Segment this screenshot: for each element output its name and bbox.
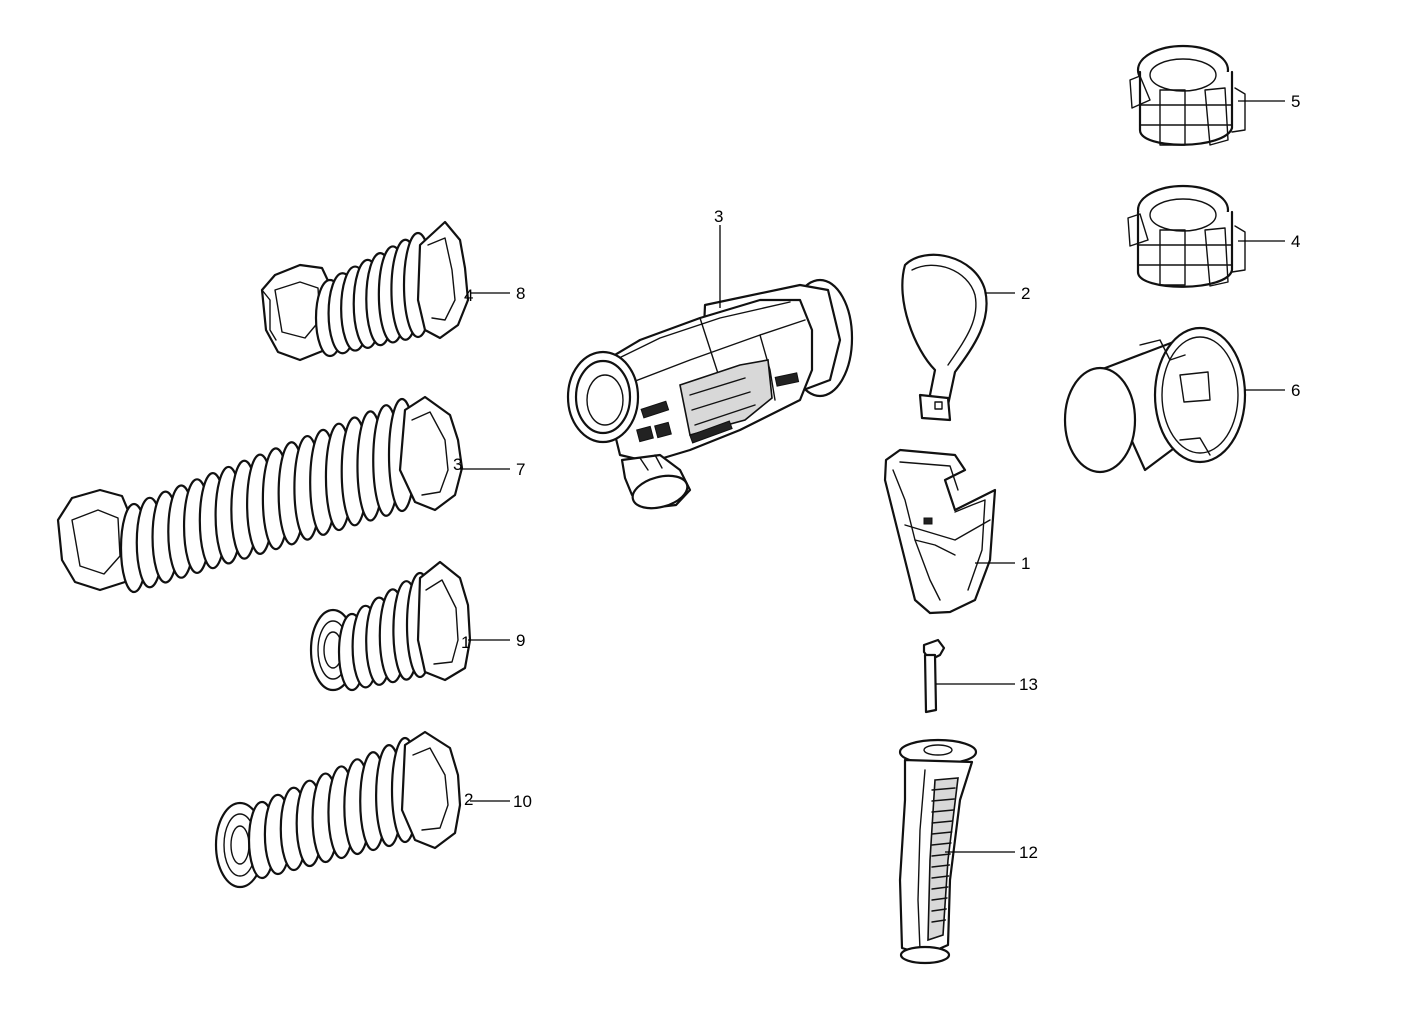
part-12-side-handle: [898, 738, 978, 965]
part-3-housing: [566, 278, 854, 510]
grip-rib: [931, 919, 947, 923]
callout-1: 1: [1021, 554, 1030, 573]
grip-rib: [931, 897, 948, 901]
grip-rib: [931, 908, 947, 912]
part-4-sleeve: [1127, 184, 1246, 288]
callout-numbers: 3 8 7 9 10 2 1 13 12 5 4 6: [513, 92, 1300, 862]
grip-rib: [931, 809, 955, 813]
callout-4: 4: [1291, 232, 1300, 251]
callout-5: 5: [1291, 92, 1300, 111]
grip-rib: [931, 798, 955, 802]
part-6-cup: [1063, 326, 1247, 474]
part-10-bellows: 2: [214, 730, 473, 889]
part-2-clamp-band: [901, 253, 988, 422]
callout-6: 6: [1291, 381, 1300, 400]
grip-rib: [931, 875, 950, 879]
part-8-bellows: 4: [260, 220, 473, 362]
grip-rib: [931, 853, 951, 857]
part-mark-10: 2: [464, 790, 473, 809]
grip-rib: [931, 842, 952, 846]
part-mark-8: 4: [464, 286, 473, 305]
part-1-handle-bracket: [883, 448, 997, 615]
grip-rib: [931, 864, 951, 868]
callout-9: 9: [516, 631, 525, 650]
leader-lines: [460, 100, 1285, 853]
part-13-pin: [922, 638, 946, 714]
grip-rib: [931, 787, 956, 791]
callout-10: 10: [513, 792, 532, 811]
callout-13: 13: [1019, 675, 1038, 694]
part-7-bellows: 3: [56, 395, 464, 594]
grip-rib: [931, 820, 954, 824]
part-mark-9: 1: [461, 633, 470, 652]
callout-8: 8: [516, 284, 525, 303]
part-mark-7: 3: [453, 455, 462, 474]
callout-12: 12: [1019, 843, 1038, 862]
callout-2: 2: [1021, 284, 1030, 303]
part-5-sleeve: [1129, 44, 1246, 146]
callout-7: 7: [516, 460, 525, 479]
callout-3: 3: [714, 207, 723, 226]
grip-rib: [931, 886, 949, 890]
part-9-bellows: 1: [309, 560, 472, 692]
grip-rib: [931, 831, 953, 835]
